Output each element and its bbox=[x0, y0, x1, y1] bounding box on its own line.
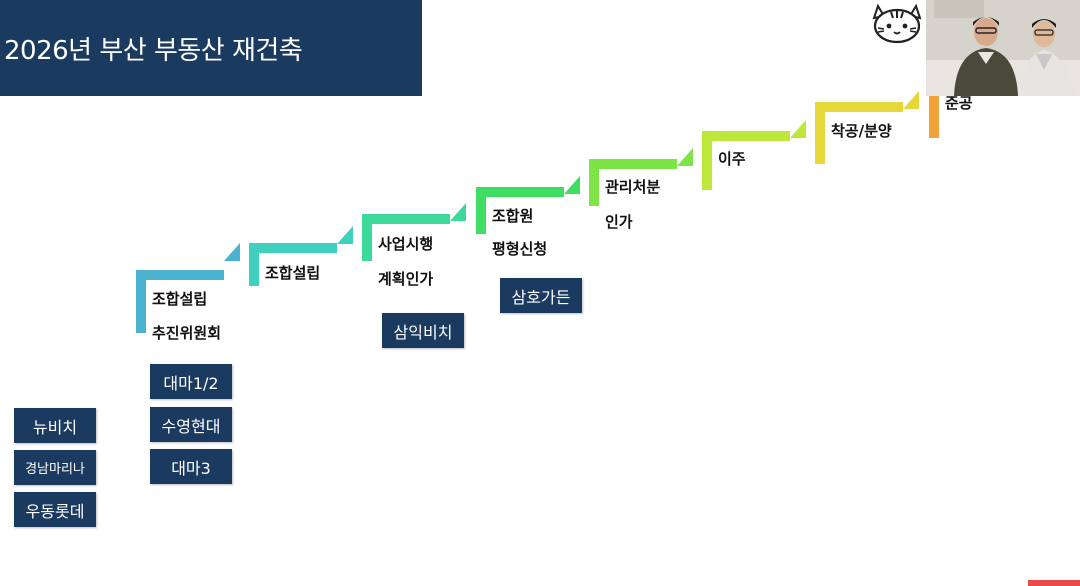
step-3 bbox=[362, 203, 466, 273]
step-8-label-line1: 준공 bbox=[945, 94, 973, 112]
step-3-label-line2: 계획인가 bbox=[378, 270, 434, 288]
step-5-label-line1: 관리처분 bbox=[605, 178, 661, 196]
tag-gyeongnam-marina: 경남마리나 bbox=[14, 450, 96, 485]
step-4 bbox=[476, 176, 580, 246]
tag-daema-1-2: 대마1/2 bbox=[150, 364, 232, 399]
tag-newbeach: 뉴비치 bbox=[14, 408, 96, 443]
step-3-label-line1: 사업시행 bbox=[378, 235, 434, 253]
tiger-mascot-icon bbox=[868, 0, 926, 44]
step-4-label-line2: 평형신청 bbox=[492, 240, 548, 258]
tag-daema-3: 대마3 bbox=[150, 449, 232, 484]
corner-badge bbox=[1028, 580, 1080, 586]
step-2 bbox=[249, 226, 353, 286]
tag-samho-garden: 삼호가든 bbox=[500, 278, 582, 313]
page-title: 2026년 부산 부동산 재건축 bbox=[4, 36, 303, 66]
step-6 bbox=[702, 120, 806, 190]
step-4-label-line1: 조합원 bbox=[492, 207, 534, 225]
webcam-overlay bbox=[926, 0, 1080, 96]
step-1-label-line1: 조합설립 bbox=[152, 290, 208, 308]
tag-udong-lotte: 우동롯데 bbox=[14, 492, 96, 527]
step-7 bbox=[815, 91, 919, 164]
step-2-label-line1: 조합설립 bbox=[265, 264, 321, 282]
title-bar: 2026년 부산 부동산 재건축 bbox=[0, 0, 422, 96]
step-7-label-line1: 착공/분양 bbox=[831, 122, 892, 140]
step-5 bbox=[589, 148, 693, 218]
step-6-label-line1: 이주 bbox=[718, 150, 746, 168]
tag-suyeong-hyundai: 수영현대 bbox=[150, 407, 232, 442]
tag-samik-beach: 삼익비치 bbox=[382, 313, 464, 348]
step-5-label-line2: 인가 bbox=[605, 213, 633, 231]
step-1-label-line2: 추진위원회 bbox=[152, 324, 222, 342]
step-1 bbox=[136, 243, 240, 333]
